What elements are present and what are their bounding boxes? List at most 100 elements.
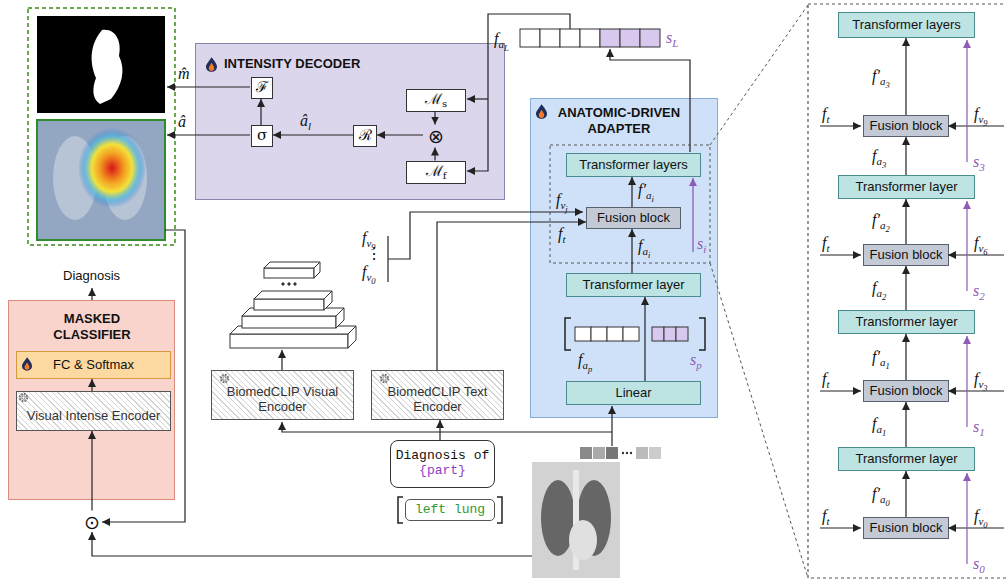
label-text: L (672, 37, 678, 49)
adapter-detail (710, 5, 808, 145)
label-text: f (558, 225, 562, 242)
math-label: m̂ (178, 66, 190, 82)
node-text: ANATOMIC-DRIVEN ADAPTER (558, 105, 680, 136)
label-text: 1 (885, 361, 889, 371)
math-label: s1 (973, 419, 985, 436)
prompt-box: Diagnosis of{part} (390, 440, 495, 488)
math-label: ft (822, 106, 830, 123)
math-label: fvj (556, 192, 568, 210)
node-text: Fusion block (870, 383, 943, 398)
adapter-detail (591, 327, 607, 341)
transformer-box: Transformer layer (838, 310, 975, 334)
box-label: ⊗ (428, 127, 444, 146)
token-row (560, 29, 580, 47)
fusion-box: Fusion block (863, 380, 949, 402)
label-text: f′ (872, 485, 880, 502)
adapter-detail (623, 327, 639, 341)
label-text: a (646, 189, 652, 201)
zoom-panel (820, 390, 861, 391)
math-label: fv0 (974, 508, 988, 526)
label-text: t (826, 113, 829, 125)
box-label: ℳf (426, 163, 447, 182)
node-text: Fusion block (870, 247, 943, 262)
frozen-encoder-box: BiomedCLIP Visual Encoder (211, 370, 354, 420)
math-label: â (178, 114, 186, 130)
zoom-panel (948, 390, 1004, 391)
zoom-panel (820, 254, 861, 255)
label-text: f (872, 147, 876, 164)
connector (905, 199, 906, 244)
subscript: f (443, 170, 447, 181)
output-images (28, 8, 175, 245)
node-text: Visual Intense Encoder (27, 408, 160, 423)
math-label: fa2 (872, 280, 886, 298)
frozen-encoder-box: Visual Intense Encoder (16, 391, 171, 431)
fusion-box: Fusion block (863, 517, 949, 539)
connector (91, 431, 92, 511)
node-text: MASKED CLASSIFIER (53, 311, 130, 342)
label-text: 3 (885, 80, 889, 90)
input-wires (281, 350, 282, 370)
input-image (636, 447, 648, 459)
node-text: left lung (415, 502, 485, 517)
box-label: ℱ (256, 79, 268, 96)
label-text: v (978, 378, 983, 390)
product-symbol: ⊙ (79, 511, 105, 534)
feature-pyramid (288, 283, 290, 285)
label-text: i (703, 243, 706, 255)
decoder-wires (467, 98, 488, 99)
feature-pyramid (242, 316, 336, 328)
label-text: f (578, 351, 582, 368)
math-label: ft (822, 508, 830, 525)
zoom-panel (948, 254, 1004, 255)
label-text: s (666, 29, 672, 46)
label-text: v (978, 113, 983, 125)
math-label: ft (822, 371, 830, 388)
label-text: f (974, 105, 978, 122)
label-text: s (690, 351, 696, 368)
transformer-box: Transformer layers (566, 153, 701, 177)
label-text: t (562, 233, 565, 245)
adapter-detail (550, 5, 808, 578)
input-wires (497, 497, 502, 523)
label-text: f (974, 370, 978, 387)
label-text: f (872, 279, 876, 296)
output-images (28, 8, 175, 245)
label-text: f (822, 105, 826, 122)
connector (631, 229, 632, 273)
box-label: Transformer layer (855, 315, 957, 330)
input-image (580, 447, 592, 459)
label-text: 2 (885, 224, 889, 234)
box-label: Fusion block (870, 248, 943, 263)
label-text: f (822, 370, 826, 387)
math-label: sL (666, 30, 678, 47)
token-row (520, 29, 540, 47)
zoom-panel (966, 336, 967, 427)
label-text: f (494, 30, 498, 47)
math-label: faL (494, 31, 509, 49)
box-label: ℛ (359, 127, 372, 144)
zoom-panel (948, 125, 1004, 126)
feature-pyramid (294, 283, 296, 285)
math-label: Diagnosis (63, 268, 120, 284)
label-text: a (880, 219, 886, 231)
panel-title: MASKED CLASSIFIER (42, 311, 142, 342)
math-label: ft (558, 226, 566, 243)
decoder-wires (167, 86, 250, 87)
input-image (622, 452, 624, 454)
math-label: ft (822, 235, 830, 252)
box-label: left lung (415, 503, 485, 518)
label-text: f (974, 234, 978, 251)
input-image (532, 447, 661, 578)
math-label: s0 (973, 556, 985, 573)
connector (644, 297, 645, 381)
node-text: σ (257, 126, 267, 144)
label-text: a (880, 493, 886, 505)
node-text: ℳ (425, 90, 442, 108)
box-label: Fusion block (870, 521, 943, 536)
label-text: f′ (872, 348, 880, 365)
label-text: 9 (983, 118, 987, 128)
box-label: σ (257, 127, 267, 144)
box-label: ℳs (425, 91, 447, 110)
panel-title: INTENSITY DECODER (224, 56, 444, 72)
